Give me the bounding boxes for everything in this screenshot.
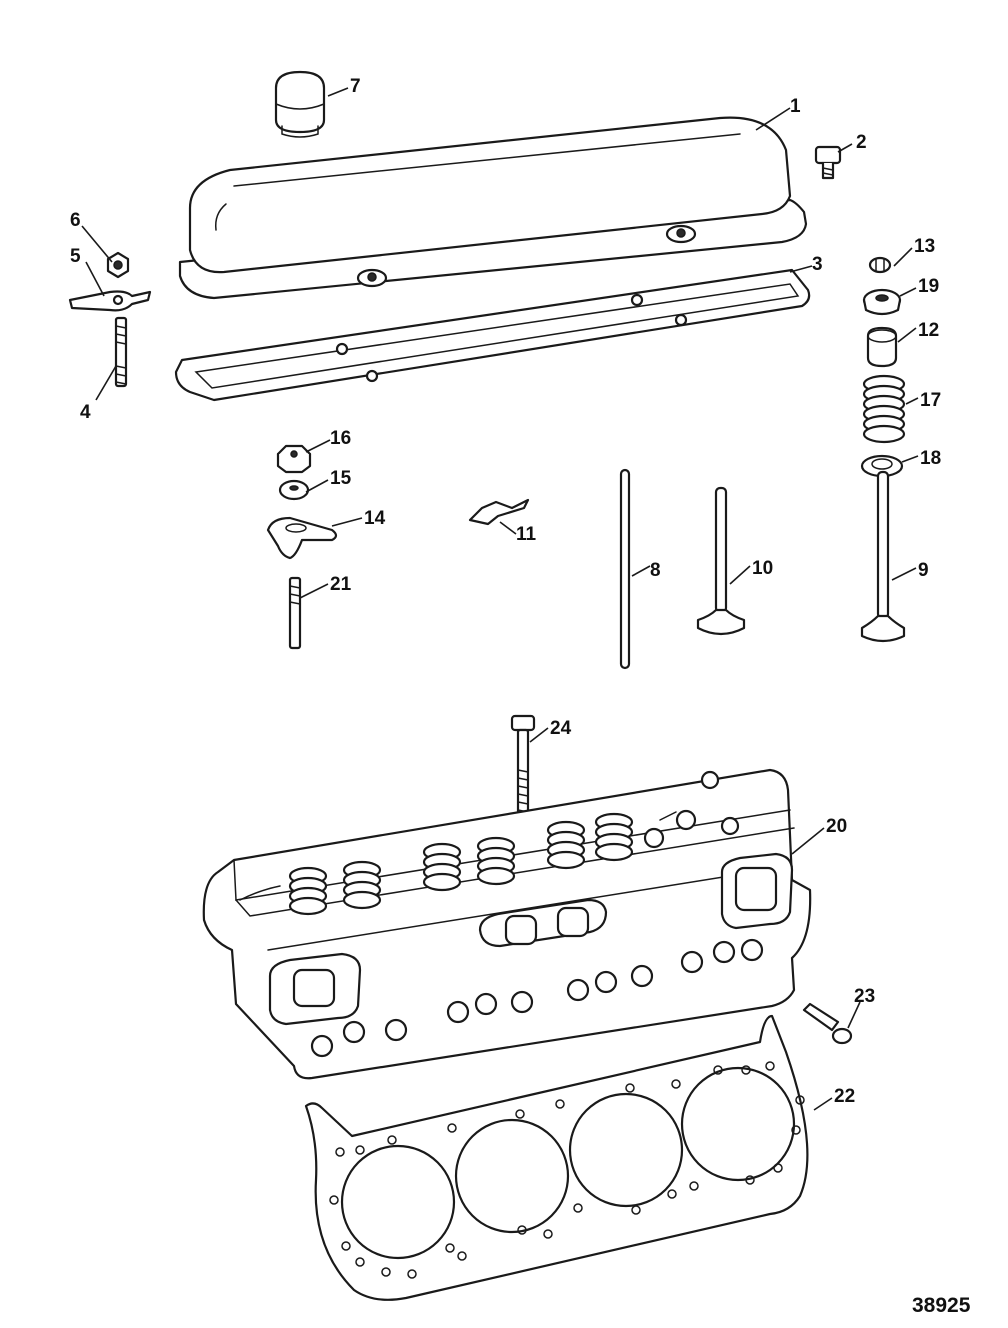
push-rod <box>619 468 631 670</box>
callout-21: 21 <box>330 574 352 595</box>
callout-leaders <box>81 87 919 1111</box>
callout-10: 10 <box>752 558 773 579</box>
callout-14: 14 <box>364 508 386 529</box>
oil-filler-cap <box>274 70 326 138</box>
callout-17: 17 <box>920 390 941 411</box>
cover-gasket <box>174 268 811 402</box>
intake-valve <box>696 486 746 636</box>
valve-seal <box>866 326 898 368</box>
valve-spring <box>862 374 906 444</box>
callout-16: 16 <box>330 428 351 449</box>
head-valve-spring <box>476 836 516 886</box>
callout-12: 12 <box>918 320 939 341</box>
callout-5: 5 <box>70 246 81 267</box>
rocker-cover <box>178 116 808 300</box>
retainer-nut <box>106 251 130 279</box>
callout-23: 23 <box>854 986 875 1007</box>
head-valve-spring <box>594 812 634 862</box>
head-valve-spring <box>422 842 462 892</box>
cylinder-head <box>202 768 812 1080</box>
callout-11: 11 <box>516 524 537 545</box>
rocker-arm <box>266 516 338 560</box>
callout-24: 24 <box>550 718 572 739</box>
spring-cap <box>862 288 902 316</box>
manifold-bolt <box>802 1002 853 1045</box>
head-valve-spring <box>342 860 382 910</box>
head-valve-spring <box>546 820 586 870</box>
callout-18: 18 <box>920 448 941 469</box>
callout-6: 6 <box>70 210 81 231</box>
head-valve-spring <box>288 866 328 916</box>
cover-bolt <box>814 145 842 180</box>
head-gasket <box>304 1014 809 1301</box>
rocker-arm-nut <box>276 444 312 474</box>
callout-20: 20 <box>826 816 847 837</box>
head-bolt <box>510 714 536 818</box>
callout-1: 1 <box>790 96 801 117</box>
rocker-arm-ball <box>278 479 310 501</box>
callout-labels: 1 2 3 4 5 6 7 8 9 10 11 12 13 14 15 16 1… <box>70 76 941 1107</box>
callout-7: 7 <box>350 76 361 97</box>
spring-shim <box>860 454 904 478</box>
callout-19: 19 <box>918 276 939 297</box>
callout-22: 22 <box>834 1086 855 1107</box>
callout-2: 2 <box>856 132 867 153</box>
callout-9: 9 <box>918 560 929 581</box>
rocker-arm-stud <box>288 576 302 650</box>
guide-plate <box>468 498 530 526</box>
callout-8: 8 <box>650 560 661 581</box>
stud <box>114 316 128 388</box>
exhaust-valve <box>860 470 906 643</box>
figure-number: 38925 <box>912 1294 971 1317</box>
callout-15: 15 <box>330 468 352 489</box>
callout-3: 3 <box>812 254 823 275</box>
valve-key <box>868 256 892 274</box>
hold-down-bracket <box>68 290 152 312</box>
callout-13: 13 <box>914 236 935 257</box>
callout-4: 4 <box>80 402 91 423</box>
